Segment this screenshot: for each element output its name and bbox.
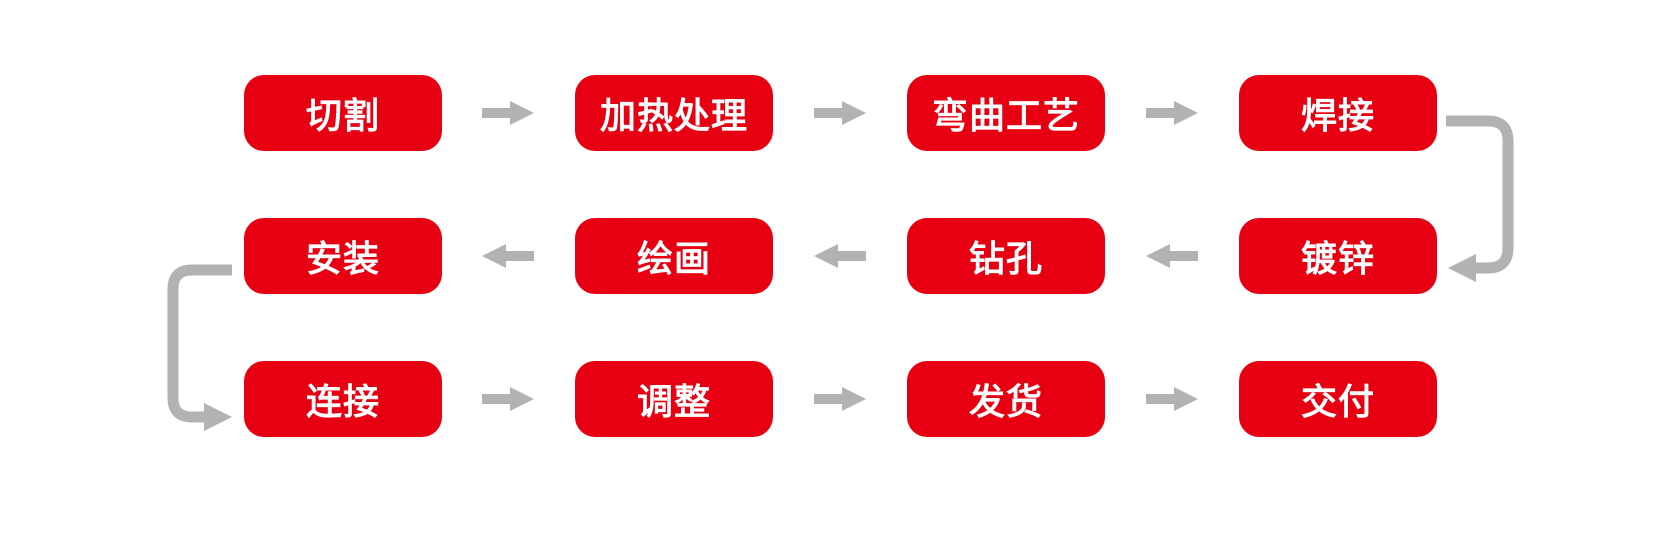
arrow-right-icon xyxy=(814,99,866,127)
arrow-right-icon xyxy=(482,99,534,127)
arrow-right-icon xyxy=(814,385,866,413)
arrow-right-icon xyxy=(482,385,534,413)
process-step-bending: 弯曲工艺 xyxy=(907,75,1105,151)
arrow-left-icon xyxy=(1146,242,1198,270)
process-step-heat-treatment: 加热处理 xyxy=(575,75,773,151)
arrow-left-icon xyxy=(482,242,534,270)
connector-left-down-icon xyxy=(158,248,250,443)
arrow-right-icon xyxy=(1146,99,1198,127)
process-step-installation: 安装 xyxy=(244,218,442,294)
arrow-left-icon xyxy=(814,242,866,270)
connector-right-down-icon xyxy=(1440,100,1532,295)
process-step-drilling: 钻孔 xyxy=(907,218,1105,294)
process-step-shipping: 发货 xyxy=(907,361,1105,437)
arrow-right-icon xyxy=(1146,385,1198,413)
process-step-welding: 焊接 xyxy=(1239,75,1437,151)
process-step-connecting: 连接 xyxy=(244,361,442,437)
process-step-cutting: 切割 xyxy=(244,75,442,151)
process-step-delivery: 交付 xyxy=(1239,361,1437,437)
process-step-galvanizing: 镀锌 xyxy=(1239,218,1437,294)
process-step-painting: 绘画 xyxy=(575,218,773,294)
process-step-adjusting: 调整 xyxy=(575,361,773,437)
